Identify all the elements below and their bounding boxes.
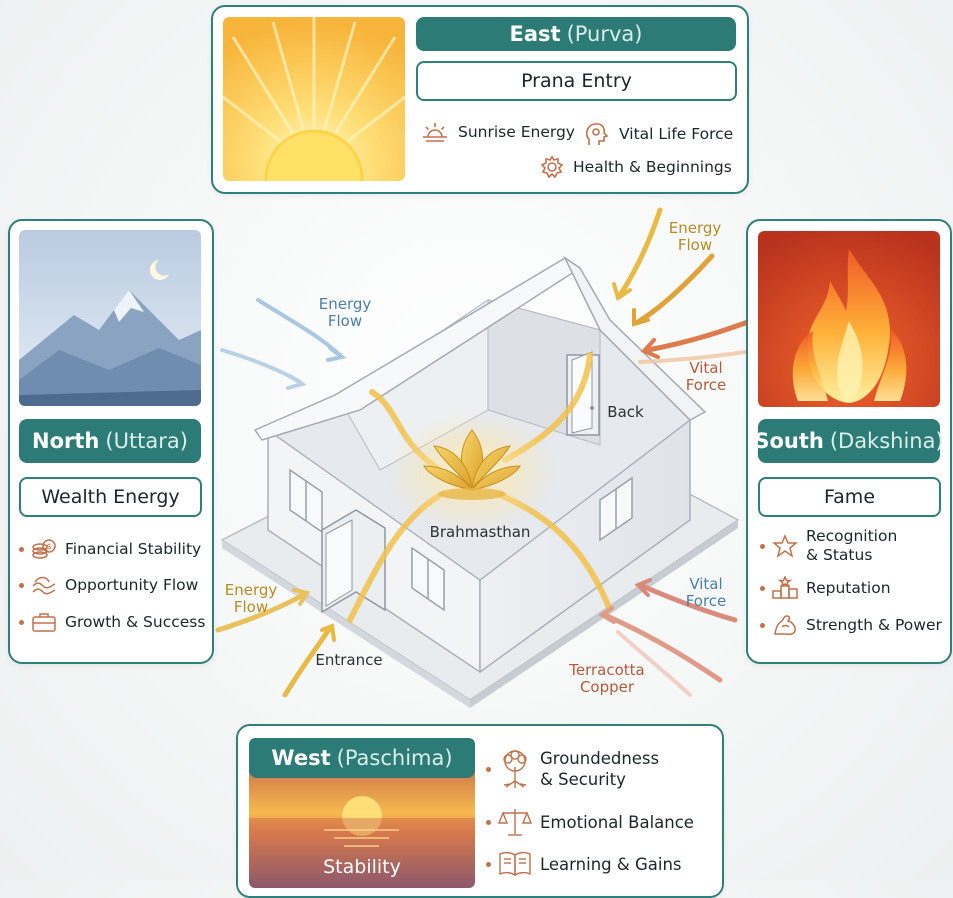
bullet — [19, 619, 24, 625]
house-diagram — [215, 207, 751, 708]
mountain-image — [19, 230, 201, 406]
east-item-2: Vital Life Force — [583, 121, 733, 147]
flexed-arm-icon — [774, 615, 796, 636]
west-title: West(Paschima) — [249, 738, 475, 778]
terracotta-copper-label: Terracotta Copper — [569, 661, 645, 696]
bullet — [760, 585, 765, 591]
gear-icon — [540, 155, 564, 179]
east-title: East(Purva) — [416, 17, 736, 51]
energy-flow-label-top-right: Energy Flow — [668, 219, 722, 254]
blue-energy-arrows — [220, 298, 347, 390]
wave-icon — [32, 576, 56, 595]
energy-flow-label-bottom: Energy Flow — [224, 581, 278, 616]
south-title: South(Dakshina) — [754, 419, 944, 463]
top-right-energy-arrows — [612, 207, 751, 364]
north-item-3: Growth & Success — [19, 611, 205, 633]
north-theme: Wealth Energy — [19, 477, 202, 517]
north-item-1: $ Financial Stability — [19, 537, 201, 561]
west-card: West(Paschima) Stability Groundedness & … — [236, 724, 724, 898]
bullet — [486, 861, 491, 867]
east-item-1: Sunrise Energy — [420, 121, 575, 143]
briefcase-icon — [32, 613, 56, 632]
vital-force-label-bottom: Vital Force — [685, 575, 727, 610]
svg-text:$: $ — [47, 542, 52, 551]
bullet — [486, 766, 491, 772]
head-profile-icon — [585, 123, 609, 145]
house-windows — [289, 468, 633, 612]
south-item-3: Strength & Power — [760, 613, 942, 637]
south-card: South(Dakshina) Fame Recognition & Statu… — [746, 219, 952, 664]
bullet — [486, 819, 491, 825]
bottom-left-energy-arrows — [215, 588, 336, 698]
north-card: North(Uttara) Wealth Energy $ Financial … — [8, 219, 214, 664]
west-item-3: Learning & Gains — [486, 850, 682, 878]
north-title: North(Uttara) — [19, 419, 201, 463]
back-label: Back — [607, 403, 644, 421]
bullet — [19, 582, 24, 588]
book-icon — [499, 851, 531, 877]
brahmasthan-label: Brahmasthan — [429, 523, 531, 541]
east-item-3: Health & Beginnings — [539, 155, 732, 179]
sunrise-icon — [423, 123, 447, 142]
vital-force-label-top: Vital Force — [685, 359, 727, 394]
south-item-2: Reputation — [760, 576, 891, 600]
sunrise-image — [223, 17, 405, 181]
south-theme: Fame — [758, 477, 941, 517]
entrance-label: Entrance — [315, 651, 383, 669]
energy-flow-label-left: Energy Flow — [318, 295, 372, 330]
star-icon — [772, 534, 798, 558]
fire-image — [758, 231, 940, 407]
bullet — [760, 622, 765, 628]
coins-icon: $ — [32, 539, 56, 559]
back-door — [566, 351, 600, 436]
balance-scale-icon — [498, 809, 532, 836]
tree-icon — [503, 750, 527, 788]
east-card: East(Purva) Prana Entry Sunrise Energy V… — [211, 5, 749, 194]
bottom-right-energy-arrows — [598, 578, 738, 697]
west-item-2: Emotional Balance — [486, 806, 694, 838]
bullet — [760, 543, 765, 549]
west-item-1: Groundedness & Security — [486, 748, 659, 790]
south-item-1: Recognition & Status — [760, 527, 897, 565]
house-roof — [253, 255, 707, 441]
east-theme: Prana Entry — [416, 61, 737, 101]
bullet — [19, 546, 24, 552]
lotus-icon — [387, 412, 557, 532]
north-item-2: Opportunity Flow — [19, 574, 198, 596]
podium-icon — [772, 576, 798, 599]
west-theme: Stability — [323, 856, 401, 878]
